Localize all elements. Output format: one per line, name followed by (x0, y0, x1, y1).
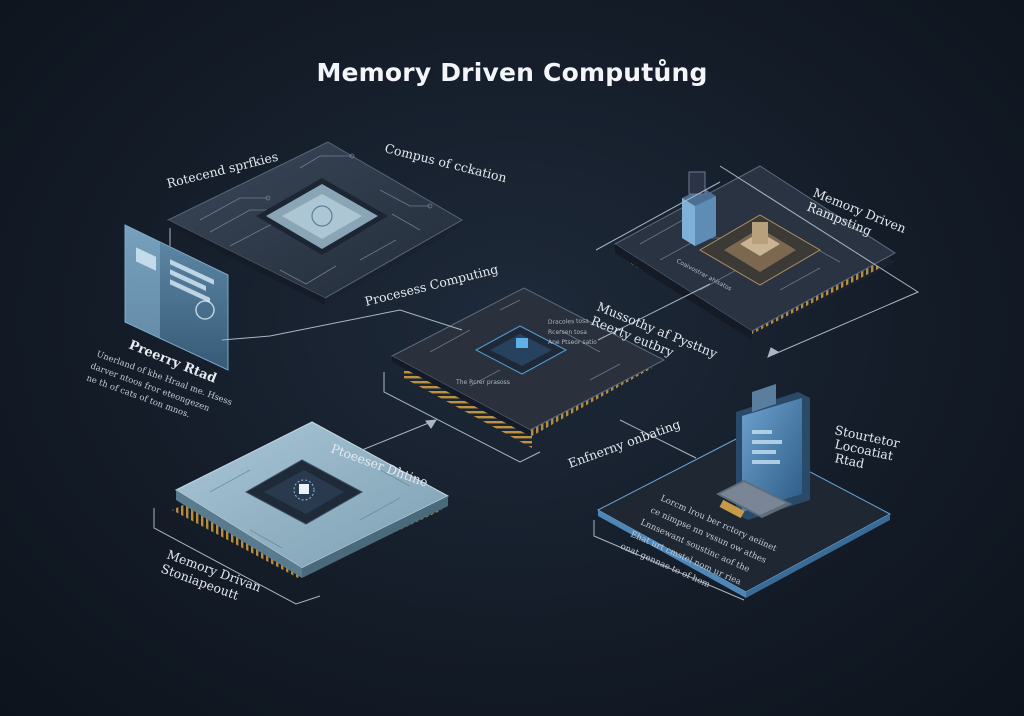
label-bottom-right-3: Rtad (833, 450, 865, 471)
center-processor-board: Dracoles tosa Rcersen tosa Ane Ptseor sa… (390, 287, 666, 448)
chip-text-3: Ane Ptseor satio (548, 339, 597, 346)
label-top-left-2: Compus of cckation (383, 140, 508, 185)
chip-text-1: Dracoles tosa (548, 318, 589, 326)
chip-text-4: The Rcrer prasoss (455, 379, 510, 386)
label-center-below: Enfnerny onbating (566, 416, 682, 471)
bottom-left-memory-board (172, 421, 450, 578)
chip-text-2: Rcersen tosa (548, 329, 587, 336)
connector-lines (153, 165, 920, 605)
bottom-right-storage-platform (596, 384, 892, 598)
gear-icon (195, 300, 215, 320)
top-left-chip (256, 178, 388, 255)
page-title: Memory Driven Computůng (316, 58, 708, 87)
computer-icon (716, 384, 810, 520)
top-left-processor-board (166, 141, 464, 305)
top-right-memory-board: Coaivostrar ahisatos (614, 165, 896, 340)
server-icon (682, 171, 716, 246)
left-glass-panel (124, 224, 229, 371)
